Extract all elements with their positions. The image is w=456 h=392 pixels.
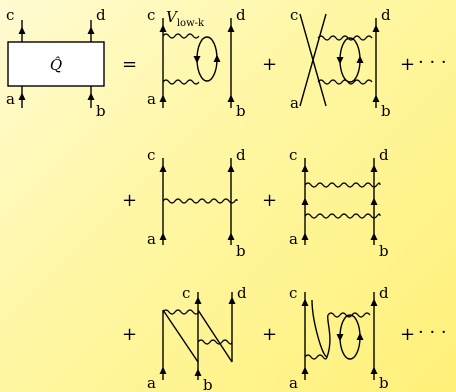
label-c: c — [290, 6, 298, 24]
q-box — [7, 41, 105, 87]
label-b: b — [236, 102, 246, 120]
diagram-vlowk-bubble: Vlow-k c d a b — [147, 6, 246, 120]
label-d: d — [236, 146, 246, 164]
label-c: c — [147, 6, 155, 24]
plus-sign: + — [400, 324, 415, 345]
label-b: b — [96, 102, 106, 120]
plus-sign: + — [122, 190, 137, 211]
label-a: a — [289, 230, 298, 248]
plus-sign: + — [262, 190, 277, 211]
label-a: a — [147, 374, 156, 392]
diagram-single-exchange: c d a b — [147, 146, 246, 260]
ellipsis: · · · — [418, 322, 447, 343]
vlowk-sub: low-k — [177, 18, 205, 29]
label-b: b — [203, 376, 213, 392]
label-c: c — [6, 6, 14, 24]
label-d: d — [96, 6, 106, 24]
vlowk-label: Vlow-k — [166, 8, 205, 29]
label-a: a — [289, 374, 298, 392]
label-c: c — [289, 284, 297, 302]
label-d: d — [237, 284, 247, 302]
ellipsis: · · · — [418, 52, 447, 73]
q-hat-symbol: Q̂ — [50, 56, 62, 74]
label-d: d — [379, 146, 389, 164]
equals-sign: = — [122, 54, 137, 75]
vlowk-main: V — [166, 8, 179, 26]
label-b: b — [379, 374, 389, 392]
label-c: c — [147, 146, 155, 164]
label-b: b — [379, 242, 389, 260]
label-d: d — [236, 6, 246, 24]
plus-sign: + — [262, 54, 277, 75]
label-a: a — [290, 94, 299, 112]
diagram-double-exchange: c d a b — [289, 146, 389, 260]
diagram-z-exchange: c d a b — [147, 284, 247, 392]
label-a: a — [147, 90, 156, 108]
label-b: b — [236, 242, 246, 260]
q-box-diagram: Q̂ c d a b — [6, 6, 106, 120]
plus-sign: + — [262, 324, 277, 345]
label-a: a — [6, 90, 15, 108]
label-c: c — [289, 146, 297, 164]
diagram-side-bubble: c d a b — [289, 284, 389, 392]
diagram-crossed-bubble: c d a b — [290, 6, 391, 120]
label-b: b — [381, 102, 391, 120]
label-a: a — [147, 230, 156, 248]
plus-sign: + — [122, 324, 137, 345]
plus-sign: + — [400, 54, 415, 75]
label-c: c — [182, 284, 190, 302]
label-d: d — [379, 284, 389, 302]
label-d: d — [381, 6, 391, 24]
